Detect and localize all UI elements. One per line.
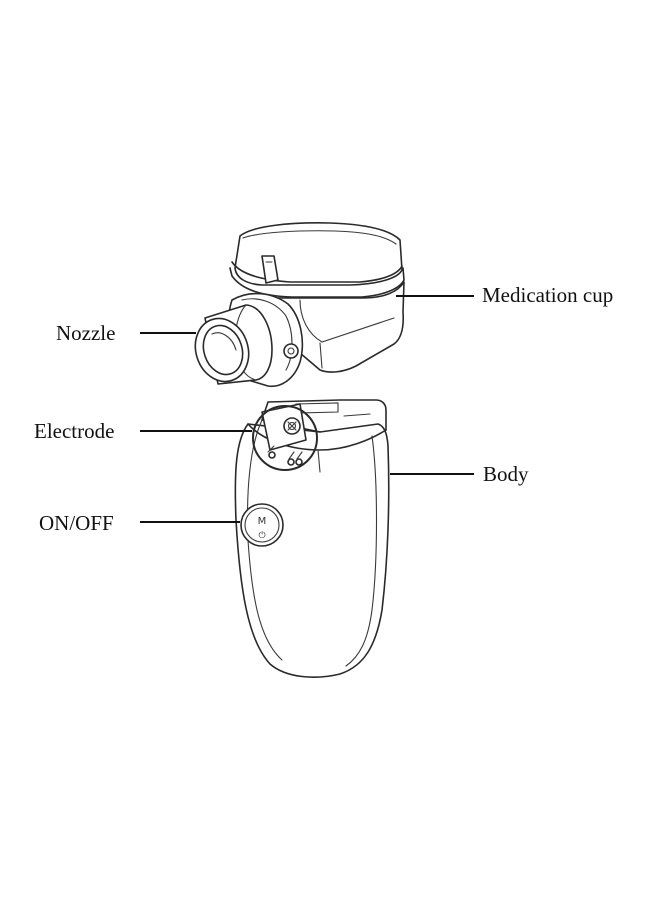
- medication-cup-label: Medication cup: [482, 283, 613, 307]
- on-off-button: M ⏻: [240, 503, 284, 547]
- on-off-label: ON/OFF: [39, 511, 114, 535]
- medication-cup-assembly: [194, 222, 405, 388]
- electrode-label: Electrode: [34, 419, 114, 443]
- button-m-symbol: M: [258, 516, 267, 527]
- body-label: Body: [483, 462, 529, 486]
- nozzle-label: Nozzle: [56, 321, 115, 345]
- power-icon: ⏻: [258, 530, 265, 541]
- body-unit: [234, 399, 390, 678]
